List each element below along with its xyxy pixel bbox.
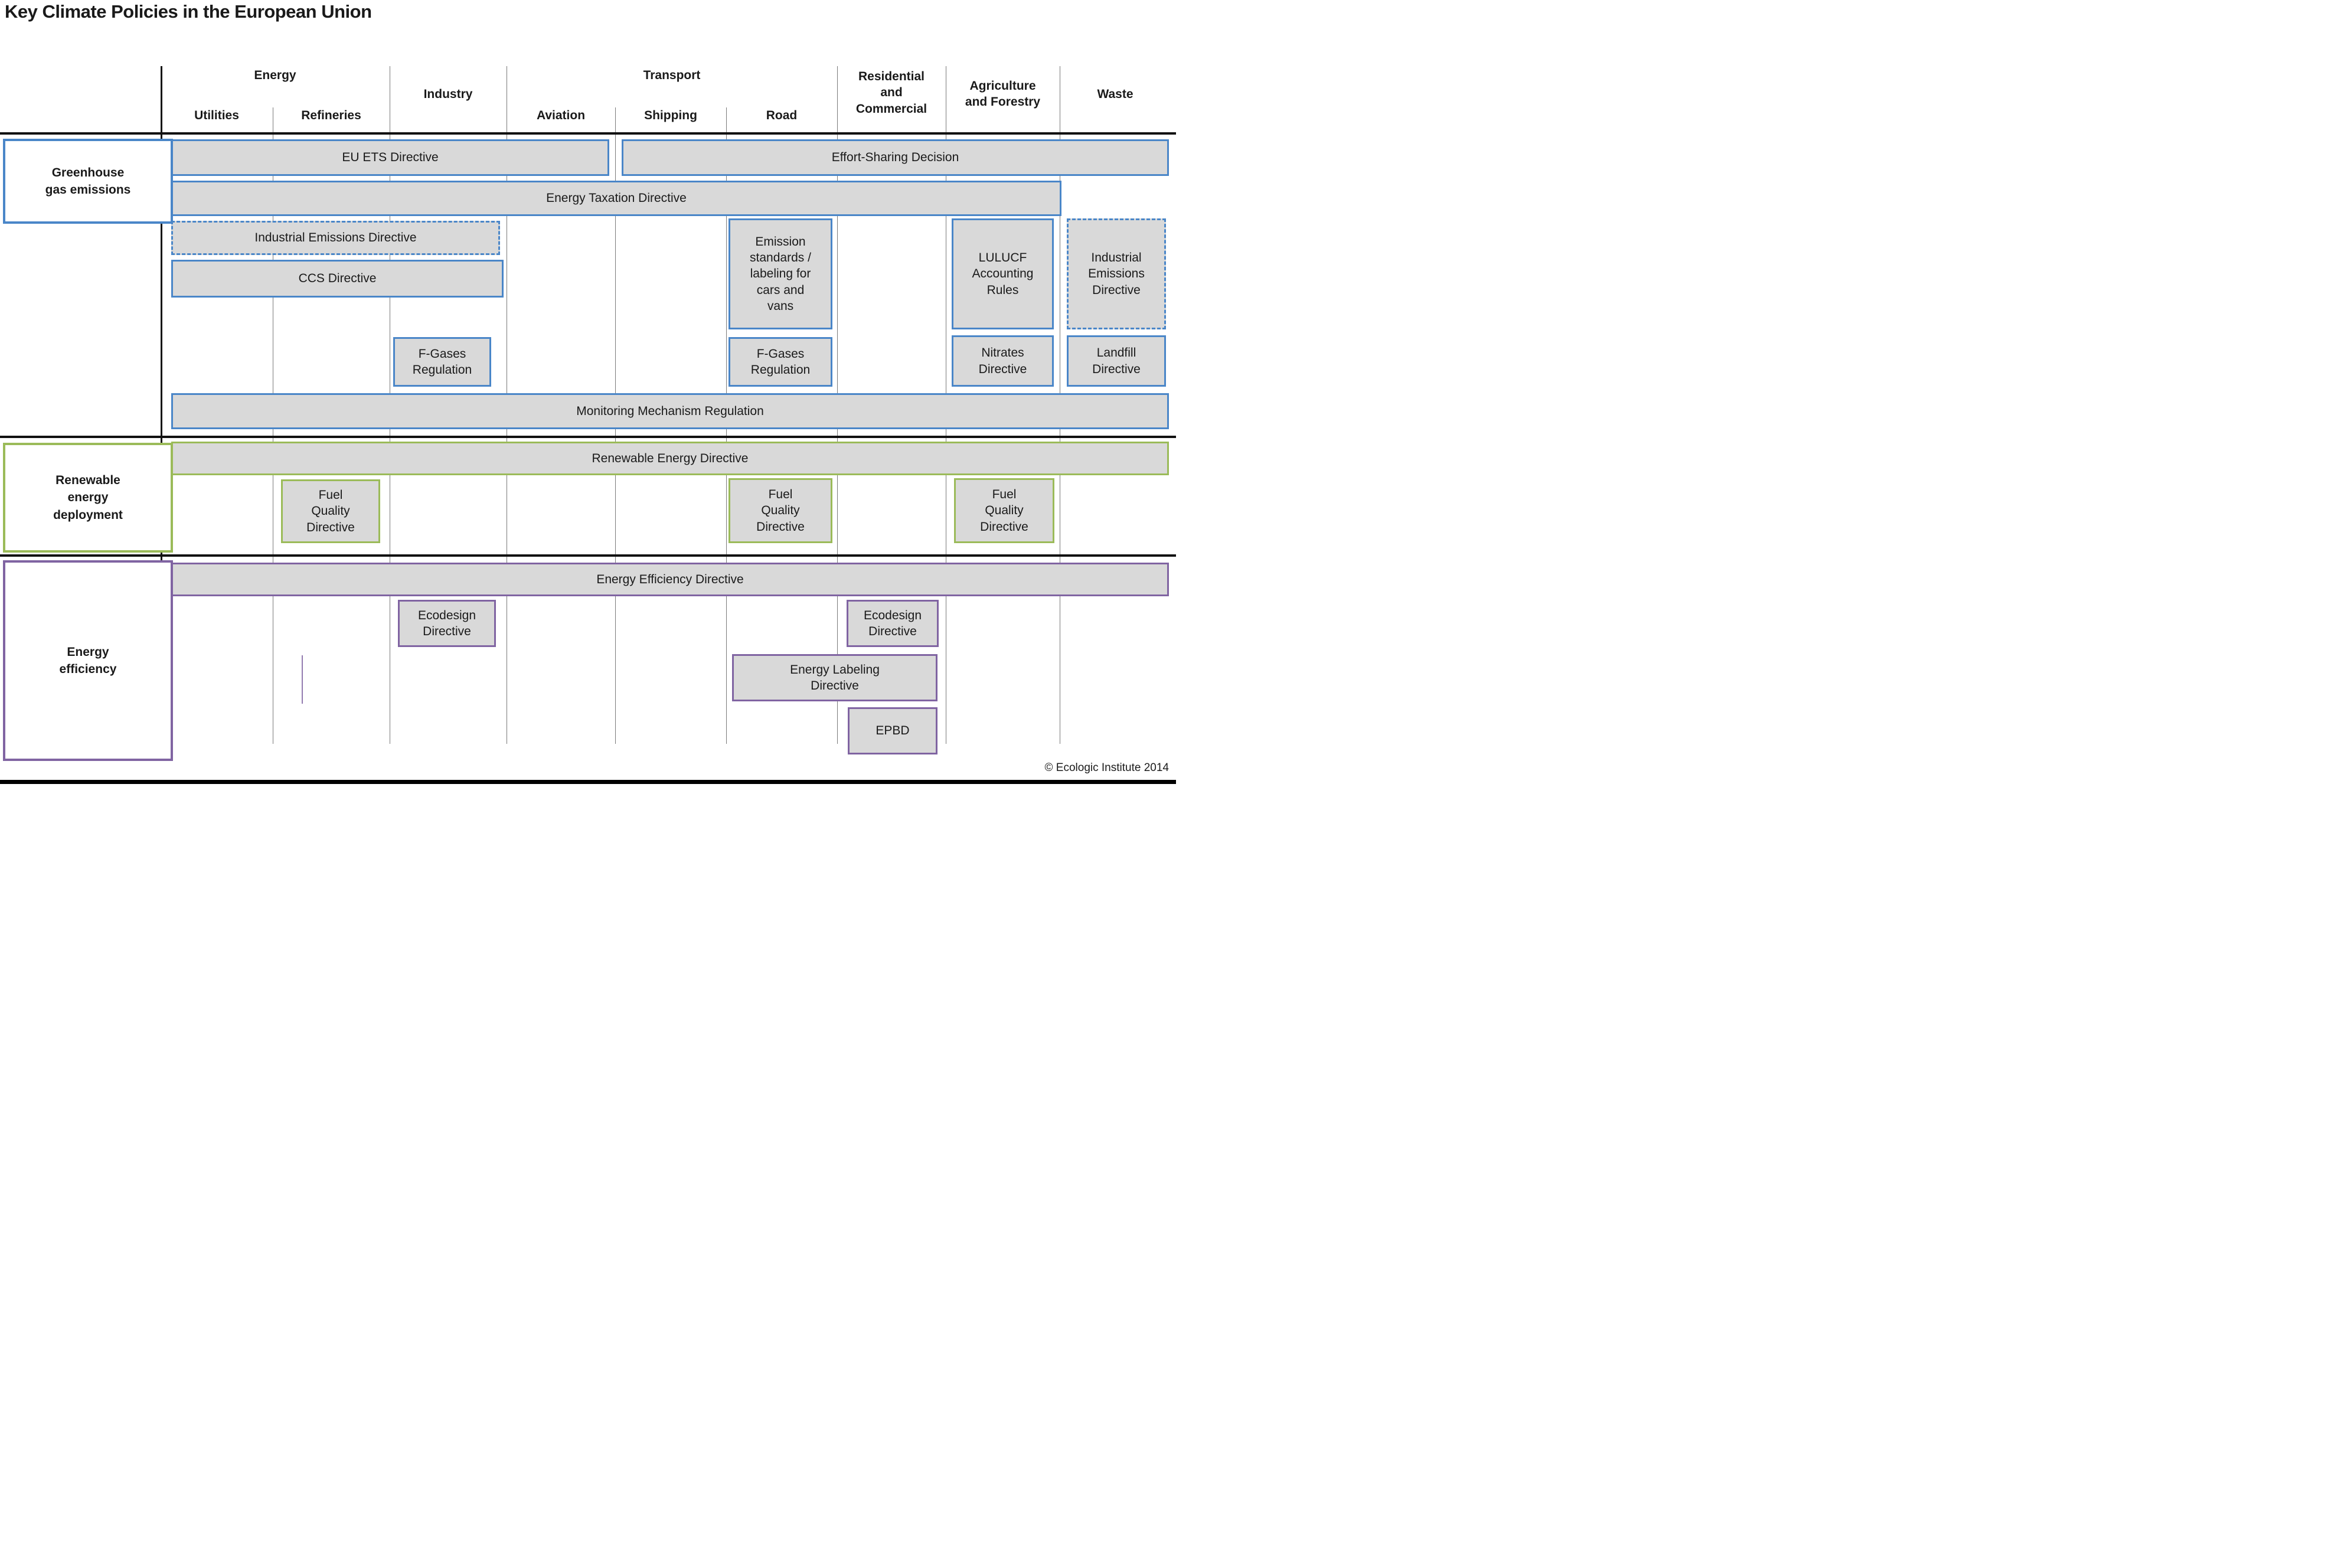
policy-f-gases-regulation-road: F-Gases Regulation — [729, 337, 832, 387]
policy-ecodesign-directive-residential: Ecodesign Directive — [847, 600, 939, 647]
policy-effort-sharing-decision: Effort-Sharing Decision — [622, 139, 1169, 176]
row-group-ghg-emissions: Greenhouse gas emissions — [3, 139, 173, 224]
policy-landfill-directive: Landfill Directive — [1067, 335, 1166, 387]
policy-nitrates-directive: Nitrates Directive — [952, 335, 1054, 387]
sector-header-waste: Waste — [1097, 87, 1133, 101]
policy-fuel-quality-directive-agriculture: Fuel Quality Directive — [954, 478, 1054, 543]
policy-ecodesign-directive-industry: Ecodesign Directive — [398, 600, 496, 647]
policy-renewable-energy-directive: Renewable Energy Directive — [171, 442, 1169, 475]
sector-header-refineries: Refineries — [301, 109, 361, 122]
policy-lulucf-accounting-rules: LULUCF Accounting Rules — [952, 218, 1054, 329]
policy-energy-efficiency-directive: Energy Efficiency Directive — [171, 563, 1169, 596]
policy-energy-taxation-directive: Energy Taxation Directive — [171, 181, 1061, 216]
sector-header-utilities: Utilities — [194, 109, 239, 122]
section-divider-line — [0, 436, 1176, 438]
column-group-transport: Transport — [643, 68, 701, 82]
page-title: Key Climate Policies in the European Uni… — [5, 1, 372, 22]
sector-header-residential-label: Residential and Commercial — [855, 70, 927, 116]
sector-header-shipping: Shipping — [644, 109, 697, 122]
sector-header-residential: Residential and Commercial — [837, 68, 946, 117]
row-group-renewables-label: Renewable energy deployment — [53, 473, 123, 522]
bottom-border-line — [0, 780, 1176, 784]
row-group-energy-efficiency: Energy efficiency — [3, 560, 173, 761]
diagram-canvas: Key Climate Policies in the European Uni… — [0, 0, 1176, 784]
row-group-ghg-label: Greenhouse gas emissions — [45, 165, 131, 197]
copyright-text: © Ecologic Institute 2014 — [1044, 762, 1169, 774]
left-axis-line — [161, 66, 162, 744]
sector-header-agriculture: Agriculture and Forestry — [946, 78, 1060, 110]
policy-fuel-quality-directive-refineries: Fuel Quality Directive — [281, 479, 380, 543]
section-divider-line — [0, 554, 1176, 557]
policy-monitoring-mechanism-regulation: Monitoring Mechanism Regulation — [171, 393, 1169, 429]
policy-eu-ets-directive: EU ETS Directive — [171, 139, 609, 176]
policy-ccs-directive: CCS Directive — [171, 260, 504, 298]
sector-header-road: Road — [766, 109, 798, 122]
row-group-renewable-energy: Renewable energy deployment — [3, 443, 173, 553]
policy-fuel-quality-directive-road: Fuel Quality Directive — [729, 478, 832, 543]
header-divider-line — [0, 132, 1176, 135]
policy-energy-labeling-directive: Energy Labeling Directive — [732, 654, 937, 701]
policy-epbd: EPBD — [848, 707, 937, 754]
policy-industrial-emissions-directive-energy: Industrial Emissions Directive — [171, 221, 500, 255]
sector-header-agriculture-label: Agriculture and Forestry — [965, 79, 1041, 109]
artifact-line — [302, 655, 303, 704]
policy-f-gases-regulation-industry: F-Gases Regulation — [393, 337, 491, 387]
sector-header-industry: Industry — [423, 87, 473, 101]
policy-emission-standards-labeling: Emission standards / labeling for cars a… — [729, 218, 832, 329]
sector-header-aviation: Aviation — [536, 109, 586, 122]
policy-industrial-emissions-directive-waste: Industrial Emissions Directive — [1067, 218, 1166, 329]
row-group-efficiency-label: Energy efficiency — [59, 645, 117, 676]
column-group-energy: Energy — [254, 68, 296, 82]
